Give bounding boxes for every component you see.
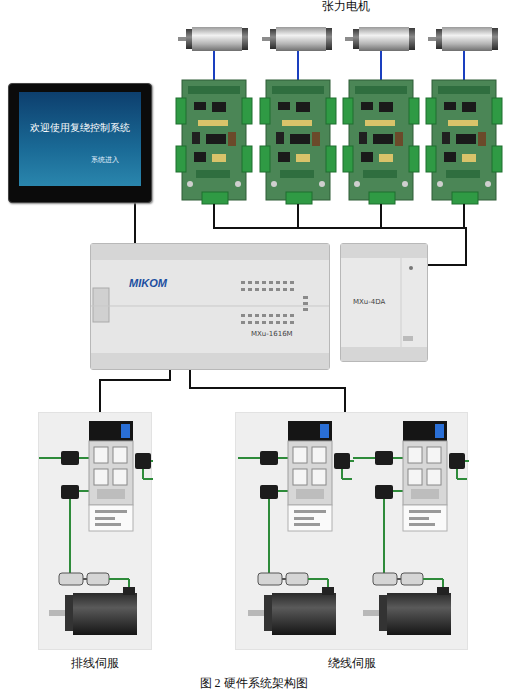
model-number: MXu-4DA (353, 298, 385, 306)
brand-name: MIKOM (129, 277, 167, 290)
servo-illustration (39, 413, 153, 651)
hmi-screen: 欢迎使用复绕控制系统系统进入 (8, 83, 152, 203)
cable-line (100, 370, 170, 412)
screen-title: 欢迎使用复绕控制系统 (19, 122, 141, 134)
servo-panel: 排线伺服 (38, 412, 152, 650)
group-label: 绕线伺服 (236, 657, 467, 671)
screen-area: 欢迎使用复绕控制系统系统进入 (19, 92, 141, 186)
cable-line (134, 203, 136, 243)
plc-unit: MIKOM MXu-1616M (90, 243, 330, 370)
figure-caption: 图 2 硬件系统架构图 (0, 677, 507, 691)
screen-button: 系统进入 (91, 156, 119, 164)
servo-panel: 绕线伺服 (235, 412, 468, 650)
plc-body (91, 244, 331, 371)
expansion-module: MXu-4DA (340, 243, 428, 362)
part-label: 张力电机 (322, 0, 370, 14)
group-label: 排线伺服 (39, 657, 151, 671)
motor-lead (214, 51, 464, 80)
servo-illustration (236, 413, 469, 651)
cable-line (190, 370, 345, 412)
model-number: MXu-1616M (251, 330, 293, 338)
